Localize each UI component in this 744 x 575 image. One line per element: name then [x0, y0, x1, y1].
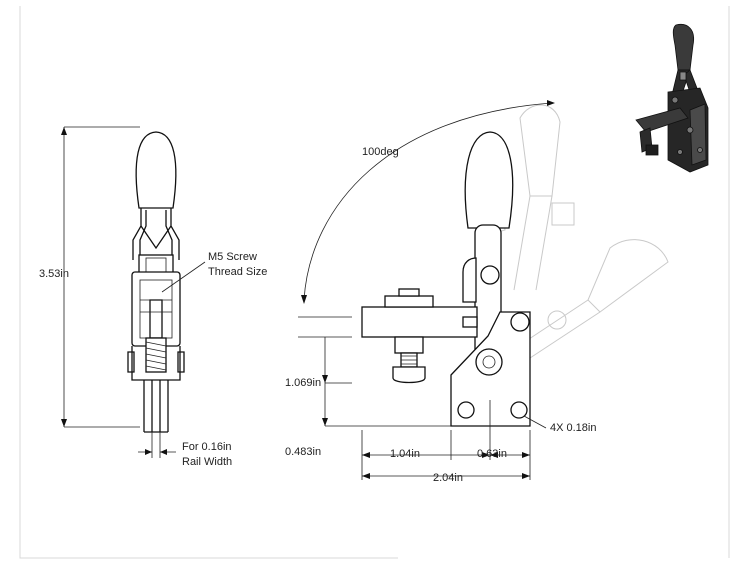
iso-view — [635, 23, 709, 173]
rail-label-line1: For 0.16in — [182, 441, 232, 453]
sheet-border — [19, 6, 730, 559]
height-label: 3.53in — [39, 268, 69, 280]
screw-label-line1: M5 Screw — [208, 251, 257, 263]
holes-label: 4X 0.18in — [550, 422, 596, 434]
rail-label-line2: Rail Width — [182, 456, 232, 468]
base-height-label: 0.483in — [285, 446, 321, 458]
screw-label-line2: Thread Size — [208, 266, 267, 278]
ghost-open-position — [483, 104, 669, 359]
side-view — [61, 126, 206, 458]
angle-label: 100deg — [362, 146, 399, 158]
dim-a-label: 1.04in — [390, 448, 420, 460]
dim-b-label: 0.63in — [477, 448, 507, 460]
dim-total-label: 2.04in — [433, 472, 463, 484]
front-view — [298, 100, 669, 480]
spindle-height-label: 1.069in — [285, 377, 321, 389]
